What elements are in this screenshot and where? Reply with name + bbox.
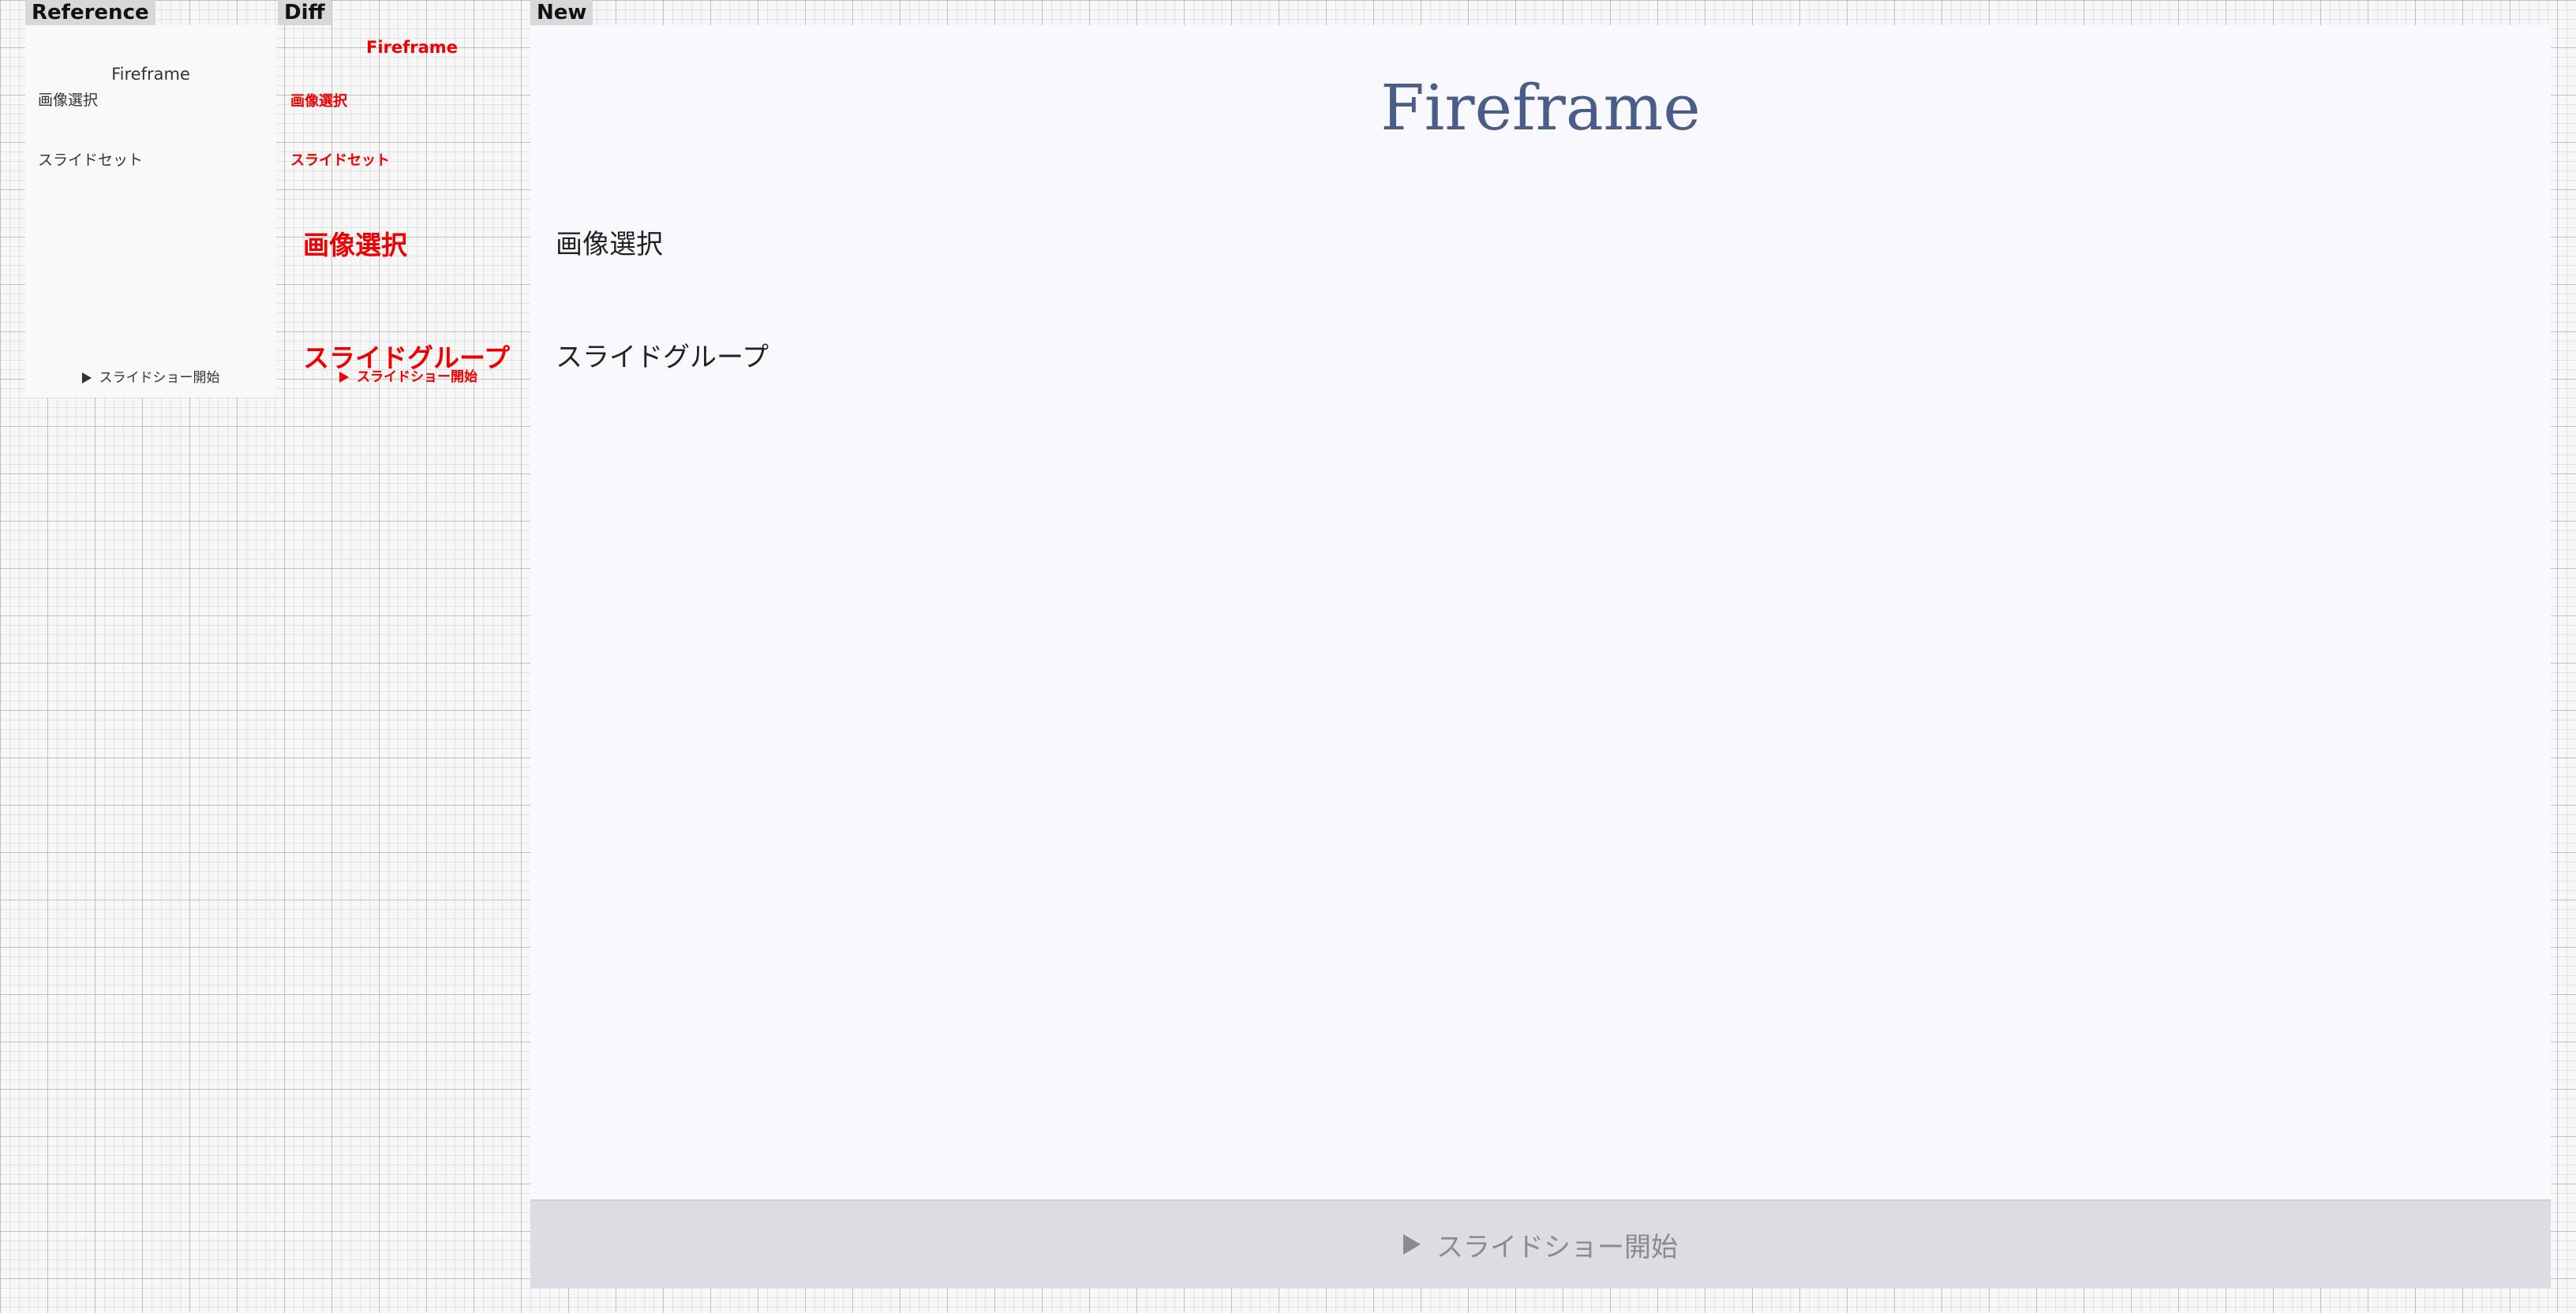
play-icon <box>1403 1234 1421 1255</box>
page-title: Fireframe <box>1380 71 1701 144</box>
diff-start-text: スライドショー開始 <box>357 369 477 385</box>
diff-title: Fireframe <box>366 38 458 57</box>
reference-start-label: スライドショー開始 <box>99 370 220 386</box>
diff-start-label: スライドショー開始 <box>339 365 477 385</box>
tab-new: New <box>530 0 593 25</box>
diff-item-slide-group: スライドグループ <box>303 342 511 373</box>
diff-item-image-select-small: 画像選択 <box>290 93 347 110</box>
play-icon <box>339 372 349 383</box>
reference-start-button[interactable]: スライドショー開始 <box>25 366 276 386</box>
start-slideshow-button[interactable]: スライドショー開始 <box>530 1199 2551 1288</box>
reference-panel: Fireframe 画像選択 スライドセット スライドショー開始 <box>25 25 276 398</box>
diff-item-image-select-large: 画像選択 <box>303 230 407 260</box>
reference-title: Fireframe <box>111 65 190 84</box>
play-icon <box>81 372 92 383</box>
reference-item-slide-set[interactable]: スライドセット <box>38 152 144 169</box>
tab-reference: Reference <box>25 0 155 25</box>
reference-item-image-select[interactable]: 画像選択 <box>38 92 99 109</box>
tab-diff: Diff <box>278 0 331 25</box>
new-panel: Fireframe 画像選択 スライドグループ スライドショー開始 <box>530 25 2551 1288</box>
start-slideshow-label: スライドショー開始 <box>1436 1231 1678 1263</box>
menu-item-slide-group[interactable]: スライドグループ <box>556 342 769 373</box>
menu-item-image-select[interactable]: 画像選択 <box>556 229 663 260</box>
diff-item-slide-set: スライドセット <box>290 152 390 169</box>
